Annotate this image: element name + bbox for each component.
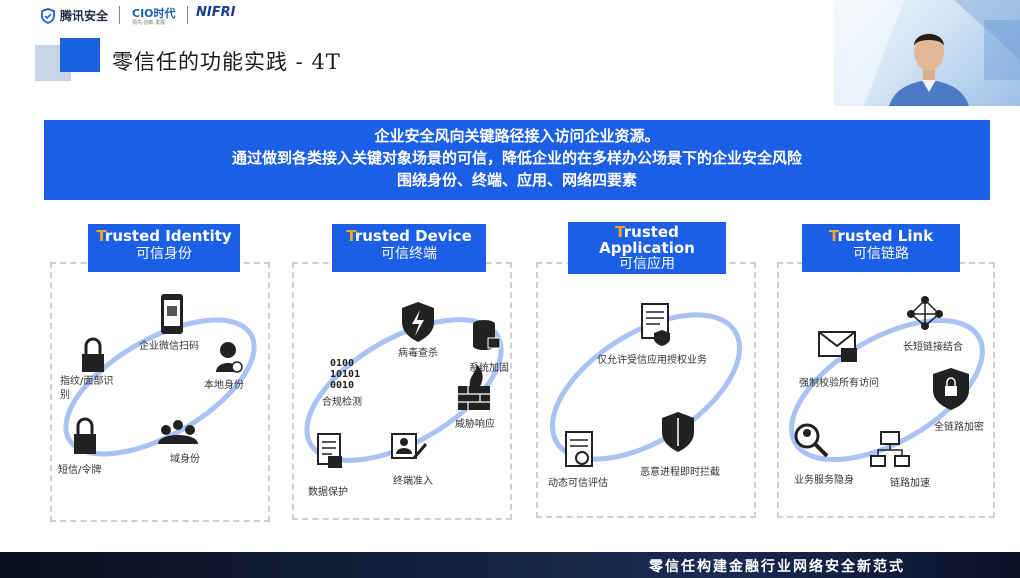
identity-item-local-identity: 本地身份 (204, 380, 244, 391)
fingerprint-lock-icon (82, 337, 104, 372)
banner-line-2: 通过做到各类接入关键对象场景的可信，降低企业的在多样办公场景下的企业安全风险 (231, 149, 802, 167)
identity-ring (63, 294, 257, 457)
link-item-service-hiding: 业务服务隐身 (794, 475, 854, 486)
identity-item-domain-identity: 域身份 (170, 454, 200, 465)
footer-bar (0, 552, 1020, 578)
logo-divider (119, 6, 120, 24)
device-item-threat-response: 威胁响应 (455, 419, 495, 430)
firewall-icon (458, 364, 490, 410)
title-rest: rusted Link (837, 227, 934, 245)
identity-item-wechat-scan: 企业微信扫码 (139, 341, 199, 352)
trusted-identity-header: Trusted Identity 可信身份 (88, 224, 240, 272)
antivirus-shield-icon (402, 302, 434, 342)
network-acceleration-icon (870, 431, 910, 467)
link-item-mandatory-verification: 强制校验所有访问 (799, 378, 879, 389)
trusted-identity-title: Trusted Identity (96, 227, 231, 245)
trusted-device-header: Trusted Device 可信终端 (332, 224, 486, 272)
cio-logo: CIO时代 领先·创新·发展 (132, 5, 176, 26)
device-ring (304, 302, 504, 468)
speaker-video-frame (834, 0, 1020, 106)
webcam-video (834, 0, 1020, 106)
shield-logo-icon (41, 7, 55, 24)
device-item-hardening: 系统加固 (469, 363, 509, 374)
database-hardening-icon (473, 320, 501, 350)
link-item-long-short-connection: 长短链接结合 (903, 342, 963, 353)
encryption-shield-icon (933, 368, 969, 410)
device-item-endpoint-access: 终端准入 (393, 476, 433, 487)
title-rest: rusted Application (599, 223, 695, 257)
data-protection-doc-icon (317, 433, 342, 468)
title-decoration-front (60, 38, 100, 72)
banner-line-3: 围绕身份、终端、应用、网络四要素 (396, 171, 637, 189)
trusted-link-header: Trusted Link 可信链路 (802, 224, 960, 272)
authorized-app-doc-icon (641, 303, 670, 346)
identity-item-biometric: 指纹/面部识别 (60, 376, 114, 401)
tencent-security-logo: 腾讯安全 (40, 7, 108, 24)
trusted-application-title-cn: 可信应用 (619, 256, 675, 272)
link-item-acceleration: 链路加速 (890, 478, 930, 489)
title-initial: T (615, 223, 624, 241)
tencent-logo-text: 腾讯安全 (60, 9, 109, 23)
application-ring (549, 303, 743, 467)
trusted-identity-title-cn: 可信身份 (136, 246, 192, 262)
title-initial: T (828, 227, 838, 245)
trusted-device-title: Trusted Device (346, 227, 472, 245)
search-user-icon (794, 423, 829, 458)
title-initial: T (96, 227, 105, 245)
malicious-process-shield-icon (662, 412, 694, 452)
link-ring (789, 296, 985, 467)
title-rest: rusted Device (354, 227, 472, 245)
cio-logo-subtext: 领先·创新·发展 (132, 20, 166, 26)
identity-item-sms-token: 短信/令牌 (58, 465, 102, 476)
footer-slogan: 零信任构建金融行业网络安全新范式 (649, 559, 905, 575)
application-item-authorized-app: 仅允许受信应用授权业务 (597, 355, 707, 366)
application-item-malicious-block: 恶意进程即时拦截 (640, 467, 720, 478)
logo-divider (187, 6, 188, 24)
endpoint-access-icon (391, 433, 428, 459)
trusted-application-header: Trusted Application 可信应用 (568, 222, 726, 274)
link-item-full-encryption: 全链路加密 (934, 422, 984, 433)
trusted-device-title-cn: 可信终端 (381, 246, 437, 262)
trusted-link-title: Trusted Link (829, 227, 933, 245)
page-title: 零信任的功能实践 - 4T (112, 50, 341, 74)
phone-qr-icon (161, 294, 183, 334)
mail-lock-icon (818, 331, 857, 362)
device-item-antivirus: 病毒查杀 (398, 348, 438, 359)
domain-group-icon (158, 420, 198, 444)
device-item-compliance: 合规检测 (322, 397, 362, 408)
summary-banner: 企业安全风向关键路径接入访问企业资源。 通过做到各类接入关键对象场景的可信，降低… (44, 120, 990, 200)
cio-logo-text: CIO时代 (132, 7, 176, 20)
trusted-link-title-cn: 可信链路 (853, 246, 909, 262)
certificate-doc-icon (565, 431, 593, 467)
nifi-logo: NIFRI (196, 5, 236, 20)
title-initial: T (346, 227, 355, 245)
token-lock-icon (74, 417, 96, 454)
device-item-data-protection: 数据保护 (308, 487, 348, 498)
banner-line-1: 企业安全风向关键路径接入访问企业资源。 (374, 127, 660, 145)
trusted-application-title: Trusted Application (599, 223, 695, 257)
network-nodes-icon (907, 296, 943, 330)
local-user-icon (216, 342, 243, 373)
binary-code-icon: 0100 10101 0010 (330, 358, 361, 391)
title-rest: rusted Identity (104, 227, 232, 245)
application-item-dynamic-evaluation: 动态可信评估 (548, 478, 608, 489)
